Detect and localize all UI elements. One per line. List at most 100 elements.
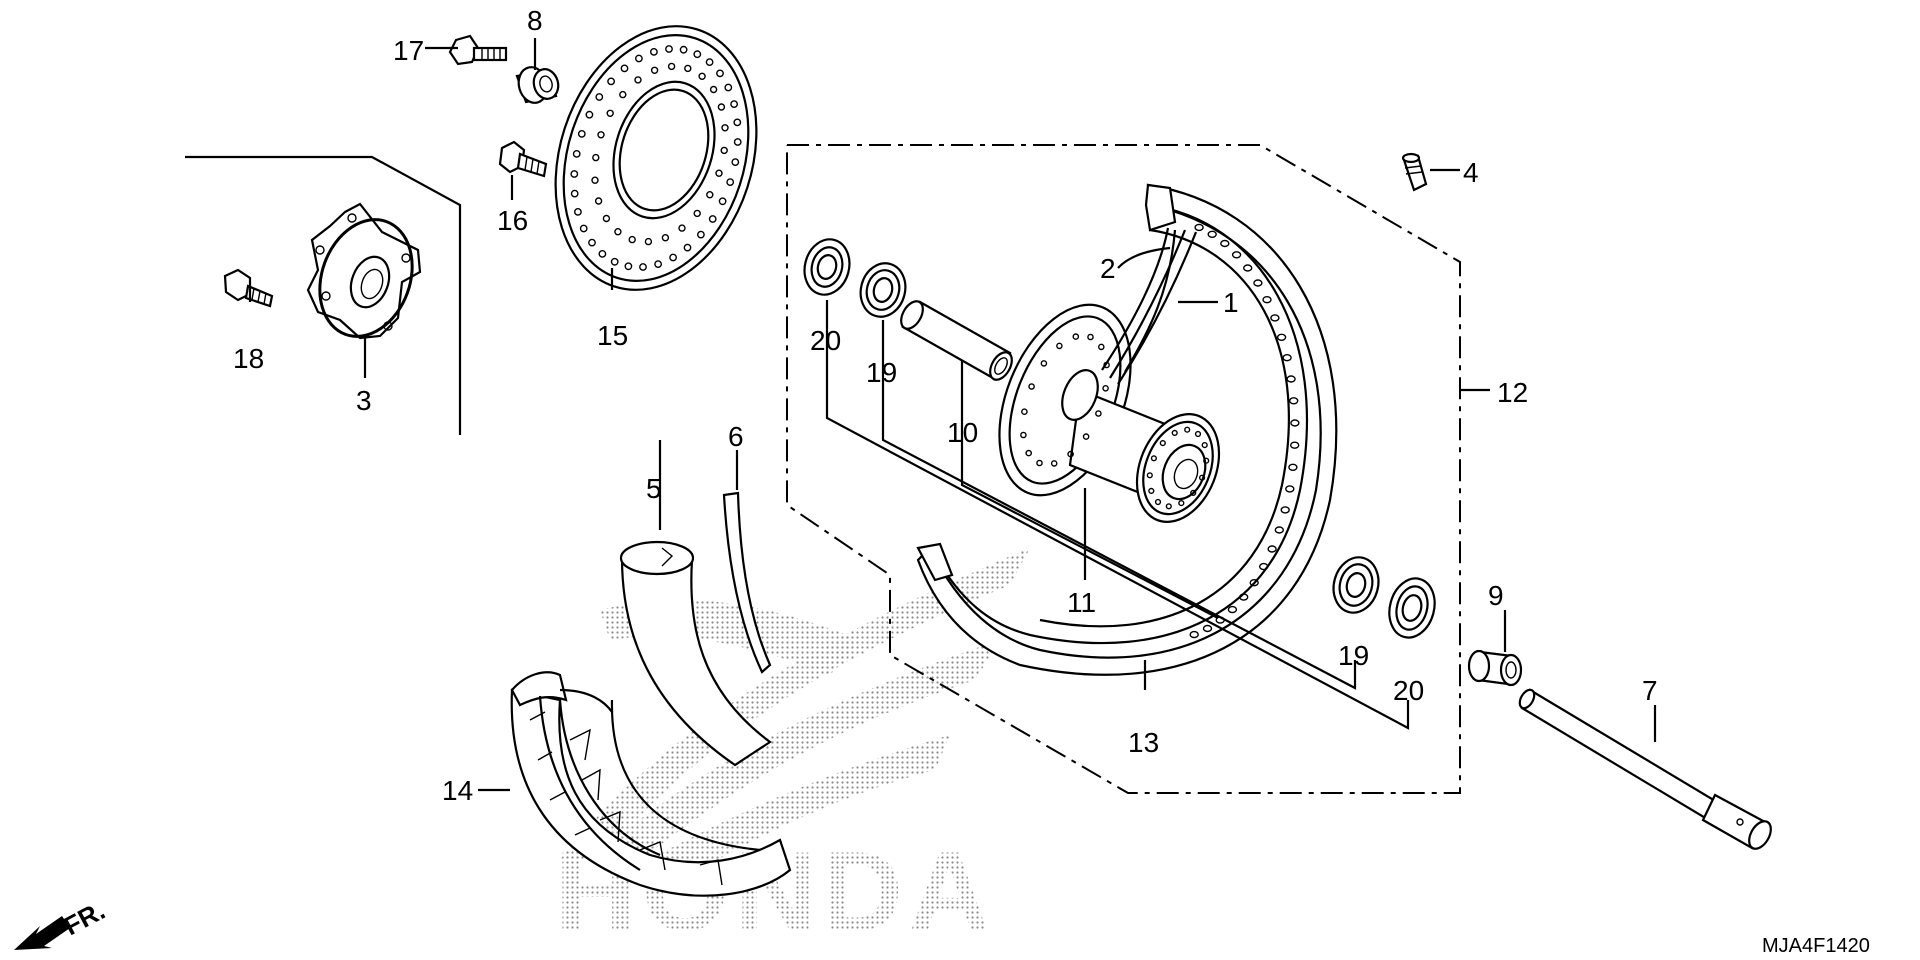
label-12: 12 — [1497, 377, 1528, 408]
rim-spoke-hole — [1207, 230, 1217, 239]
rim-spoke-hole — [1270, 314, 1280, 322]
disc-hole — [570, 170, 579, 178]
disc-hole — [635, 54, 643, 63]
front-arrow-icon — [14, 916, 70, 950]
disc-hole — [650, 48, 658, 56]
label-10: 10 — [947, 417, 978, 448]
disc-hole — [724, 83, 733, 92]
disc-hole — [579, 224, 588, 233]
disc-hole — [639, 263, 647, 271]
label-8: 8 — [527, 5, 543, 36]
disc-hole — [592, 153, 600, 162]
hub-spoke-hole — [1056, 342, 1063, 350]
rim-spoke-hole — [1231, 251, 1242, 259]
disc-hole — [665, 45, 673, 53]
hub-spoke-hole — [1067, 450, 1074, 458]
label-13: 13 — [1128, 727, 1159, 758]
disc-hole — [733, 138, 742, 146]
front-marker-label: FR. — [59, 895, 110, 941]
disc-hole — [619, 90, 627, 99]
rim-spoke-hole — [1285, 485, 1295, 493]
label-19-bottom: 19 — [1338, 640, 1369, 671]
rim-band-6 — [722, 491, 772, 674]
hub-spoke-hole — [1146, 472, 1153, 479]
disc-hole — [705, 58, 714, 66]
disc-hole — [698, 72, 706, 81]
disc-hole — [721, 124, 729, 132]
label-9: 9 — [1488, 580, 1504, 611]
tire-14 — [510, 671, 792, 897]
label-15: 15 — [597, 320, 628, 351]
disc-hole — [572, 149, 581, 158]
disc-hole — [570, 189, 579, 198]
disc-hole — [624, 262, 633, 271]
label-17: 17 — [393, 35, 424, 66]
disc-hole — [595, 93, 604, 101]
axle-7 — [1518, 688, 1772, 850]
hub-spoke-hole — [1203, 457, 1210, 464]
disc-hole — [594, 197, 603, 205]
rim-spoke-hole — [1282, 354, 1292, 362]
disc-hole — [706, 190, 714, 199]
hub-spoke-hole — [1198, 474, 1206, 481]
rim-13 — [916, 183, 1338, 676]
disc-hole — [726, 178, 735, 187]
hub-spoke-hole — [1082, 433, 1090, 440]
label-19-top: 19 — [866, 357, 897, 388]
valve-cap-4 — [1401, 152, 1428, 192]
label-20-bottom: 20 — [1393, 675, 1424, 706]
hub-assembly-bracket — [185, 155, 462, 435]
hub-spoke-hole — [1036, 459, 1043, 467]
hub-spoke-hole — [1201, 442, 1208, 449]
disc-hole — [634, 76, 642, 84]
disc-hole — [709, 85, 718, 94]
rim-spoke-hole — [1202, 624, 1213, 633]
disc-hole — [708, 215, 717, 223]
disc-hole — [730, 100, 738, 109]
hub-spoke-hole — [1040, 360, 1048, 367]
rim-spoke-hole — [1288, 463, 1298, 471]
rim-spoke-hole — [1262, 296, 1272, 304]
disc-hole — [654, 260, 662, 268]
disc-hole — [591, 176, 599, 184]
rim-spoke-hole — [1220, 239, 1230, 248]
disc-hole — [606, 109, 614, 118]
rim-spoke-hole — [1276, 333, 1287, 341]
disc-hole — [574, 207, 582, 216]
rim-spoke-hole — [1267, 545, 1277, 553]
label-14: 14 — [442, 775, 473, 806]
label-11: 11 — [1067, 587, 1096, 618]
rim-spoke-hole — [1288, 397, 1299, 405]
hub-spoke-hole — [1184, 426, 1191, 433]
bearing-19-bottom — [1332, 556, 1380, 614]
collar-9 — [1467, 649, 1523, 687]
disc-hole — [667, 62, 676, 71]
disc-hole — [610, 257, 619, 266]
rim-spoke-hole — [1290, 419, 1300, 427]
label-16: 16 — [497, 205, 528, 236]
hub-spoke-hole — [1178, 500, 1185, 507]
hub-flange-3 — [306, 202, 422, 340]
hub-spoke-hole — [1190, 489, 1197, 497]
bolt-16 — [498, 140, 548, 178]
disc-hole — [715, 169, 723, 177]
spokes-1-2 — [1101, 227, 1198, 385]
disc-hole — [684, 64, 692, 73]
hub-spoke-hole — [1072, 333, 1080, 340]
disc-hole — [678, 224, 686, 232]
disc-hole — [718, 197, 727, 206]
rim-spoke-hole — [1286, 375, 1296, 383]
disc-hole — [588, 238, 596, 247]
disc-hole — [733, 118, 742, 127]
rim-spoke-hole — [1189, 630, 1199, 639]
disc-hole — [697, 230, 705, 239]
label-7: 7 — [1642, 675, 1658, 706]
disc-hole — [644, 237, 653, 246]
disc-hole — [716, 69, 724, 78]
hub-spoke-hole — [1150, 455, 1158, 462]
disc-hole — [693, 50, 702, 59]
hub-spoke-hole — [1025, 449, 1032, 457]
rim-spoke-hole — [1253, 279, 1263, 287]
hub-spoke-hole — [1050, 460, 1058, 467]
